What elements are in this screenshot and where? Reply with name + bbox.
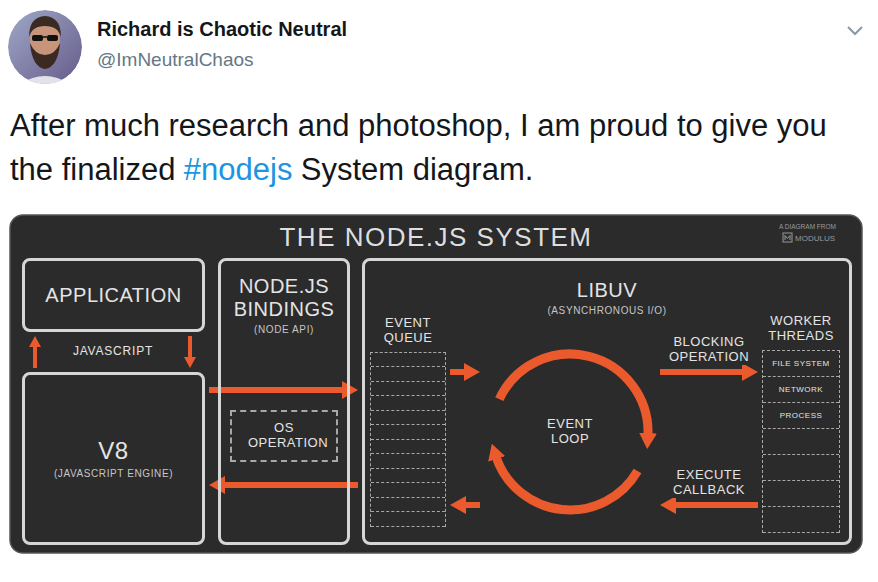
diagram-panel (10, 215, 862, 553)
node-heading: WORKER THREADS (763, 314, 839, 344)
bindings-box: NODE.JS BINDINGS (NODE API) OS OPERATION (218, 258, 350, 545)
empty-slot (371, 353, 445, 368)
empty-slot (763, 455, 839, 481)
node-heading: FILE SYSTEM (772, 359, 830, 368)
empty-slot (371, 367, 445, 382)
engine-box: V8 (JAVASCRIPT ENGINE) (22, 372, 205, 545)
thread-slot: PROCESS (763, 403, 839, 429)
thread-slot: NETWORK (763, 377, 839, 403)
empty-slot (763, 429, 839, 455)
edge-label: EXECUTE CALLBACK (666, 468, 752, 498)
loop-center: EVENT LOOP (484, 346, 656, 518)
flow-arrow (660, 369, 745, 375)
empty-slot (371, 483, 445, 498)
empty-slot (371, 425, 445, 440)
empty-slot (371, 396, 445, 411)
empty-slot (371, 440, 445, 455)
flow-arrow (463, 502, 480, 508)
empty-slot (763, 481, 839, 507)
node-heading: APPLICATION (45, 284, 181, 307)
flow-arrow (33, 345, 37, 368)
flow-arrow (188, 336, 192, 359)
event-queue: EVENT QUEUE (370, 316, 446, 527)
edge-label: BLOCKING OPERATION (666, 335, 752, 365)
thread-slot: FILE SYSTEM (763, 351, 839, 377)
avatar-hair (29, 16, 61, 37)
empty-slot (371, 498, 445, 513)
node-heading: EVENT LOOP (540, 417, 600, 447)
avatar (8, 10, 82, 92)
avatar-beard (30, 43, 60, 69)
libuv-box: LIBUV (ASYNCHRONOUS I/O) EVENT QUEUE EVENT … (362, 258, 852, 545)
stack-heading: WORKER THREADS (762, 314, 840, 344)
node-subtitle: (JAVASCRIPT ENGINE) (54, 468, 173, 480)
application-box: APPLICATION (22, 258, 205, 332)
node-heading: EVENT QUEUE (373, 316, 443, 346)
avatar-shirt (10, 76, 80, 92)
diagram-title: THE NODE.JS SYSTEM (10, 222, 862, 253)
empty-slot (371, 469, 445, 484)
node-heading: V8 (98, 437, 128, 465)
empty-slot (371, 411, 445, 426)
node-heading: PROCESS (780, 411, 823, 420)
worker-threads: WORKER THREADS FILE SYSTEM NETWORK PROCESS (762, 314, 840, 533)
node-heading: LIBUV (577, 279, 637, 302)
watermark-brand: MODULUS (795, 234, 835, 243)
tweet-text: System diagram. (301, 152, 534, 187)
loop-arrow (496, 456, 638, 510)
tweet-body: After much research and photoshop, I am … (10, 104, 872, 192)
empty-slot (371, 454, 445, 469)
modulus-logo (783, 233, 792, 242)
watermark-text: A DIAGRAM FROM (760, 223, 836, 230)
avatar-glasses (43, 36, 47, 38)
menu-chevron (848, 27, 862, 34)
slot-column (370, 352, 446, 527)
node-subtitle: (NODE API) (254, 324, 314, 336)
flow-arrow (673, 502, 758, 508)
hashtag-link: #nodejs (184, 152, 293, 187)
flow-arrow (209, 387, 345, 393)
node-subtitle: (ASYNCHRONOUS I/O) (547, 305, 666, 317)
display-name: Richard is Chaotic Neutral (97, 18, 347, 41)
flow-arrow (450, 369, 467, 375)
event-loop: EVENT LOOP (484, 346, 656, 518)
os-operation-box: OS OPERATION (230, 410, 338, 462)
user-handle: @ImNeutralChaos (97, 49, 254, 71)
node-heading: NETWORK (779, 385, 823, 394)
avatar-glasses (32, 35, 43, 41)
empty-slot (371, 512, 445, 527)
flow-label: JAVASCRIPT (73, 345, 153, 359)
empty-slot (371, 382, 445, 397)
empty-slot (763, 507, 839, 533)
node-heading: OS OPERATION (248, 421, 320, 451)
logo-frame (783, 233, 792, 242)
flow-arrow (222, 482, 358, 488)
logo-mark (785, 236, 790, 241)
avatar-glasses (47, 35, 58, 41)
slot-column: FILE SYSTEM NETWORK PROCESS (762, 350, 840, 533)
stack-heading: EVENT QUEUE (370, 316, 446, 346)
node-heading: NODE.JS BINDINGS (227, 275, 341, 321)
avatar-ground (8, 10, 82, 84)
